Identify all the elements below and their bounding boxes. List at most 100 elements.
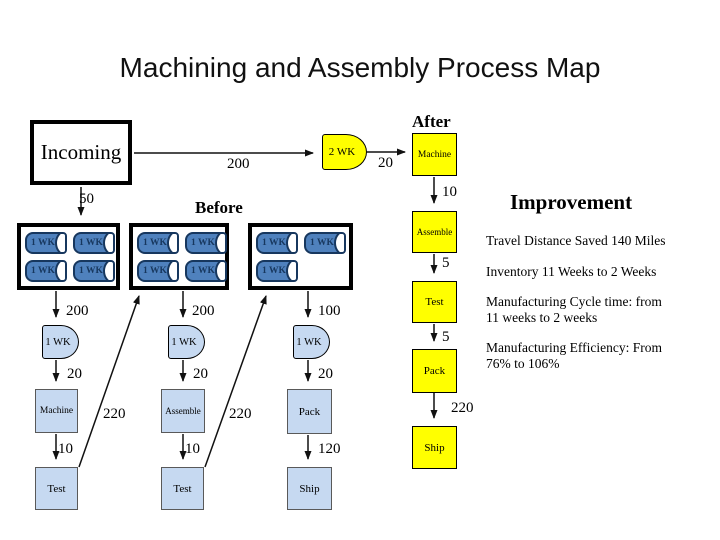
queue-box-3: 1 WK 1 WK 1 WK [248,223,353,290]
inventory-unit-label: 1 WK [31,266,55,276]
col1-wait-label: 1 WK [45,336,71,348]
inventory-unit-label: 1 WK [143,266,167,276]
improvement-item-line: Travel Distance Saved 140 Miles [486,233,666,248]
col1-flow-out: 10 [58,441,73,457]
inventory-unit: 1 WK [256,232,298,254]
inventory-unit: 1 WK [185,260,227,282]
improvement-item-line: 11 weeks to 2 weeks [486,309,598,325]
improvement-panel: Improvement Travel Distance Saved 140 Mi… [486,190,712,386]
inventory-unit: 1 WK [256,260,298,282]
col3-flow-out: 120 [318,441,341,457]
col3-step-label: Pack [298,405,321,418]
inventory-unit-label: 1 WK [310,238,334,248]
col3-wait-shape: 1 WK [293,325,330,359]
inventory-unit-label: 1 WK [143,238,167,248]
queue-box-1: 1 WK 1 WK 1 WK 1 WK [17,223,120,290]
col1-end-test: Test [35,467,78,510]
arrow-rework-test1-to-queue2 [78,295,140,468]
col2-flow-in: 200 [192,303,215,319]
queue-notch [286,234,296,252]
after-step-machine: Machine [412,133,457,176]
col3-wait-label: 1 WK [296,336,322,348]
after-flow-5b: 5 [442,329,450,345]
inventory-unit: 1 WK [304,232,346,254]
after-step-machine-label: Machine [417,149,452,160]
improvement-item-line: 76% to 106% [486,355,560,371]
incoming-box: Incoming [30,120,132,185]
after-step-pack-label: Pack [423,365,446,377]
improvement-item: Travel Distance Saved 140 Miles [486,233,712,249]
improvement-item-line: Manufacturing Cycle time: from [486,294,662,309]
col1-end-label: Test [47,482,66,495]
after-step-pack: Pack [412,349,457,393]
arrow-rework-test2-to-queue3 [204,295,267,468]
col3-step-pack: Pack [287,389,332,434]
inventory-unit: 1 WK [185,232,227,254]
improvement-item: Inventory 11 Weeks to 2 Weeks [486,264,712,280]
inventory-unit-label: 1 WK [191,238,215,248]
flow-label-20-top: 20 [378,155,393,171]
col2-flow-mid: 20 [193,366,208,382]
col3-end-label: Ship [299,482,320,495]
queue-notch [286,262,296,280]
after-flow-5a: 5 [442,255,450,271]
col3-flow-mid: 20 [318,366,333,382]
flow-label-200-top: 200 [227,156,250,172]
queue-notch [334,234,344,252]
before-heading: Before [195,198,243,217]
improvement-item-line: Manufacturing Efficiency: From [486,340,662,355]
col2-flow-out: 10 [185,441,200,457]
inventory-unit: 1 WK [137,232,179,254]
col1-flow-in: 200 [66,303,89,319]
after-flow-220: 220 [451,400,474,416]
improvement-item-line: Inventory 11 Weeks to 2 Weeks [486,263,657,279]
col3-end-ship: Ship [287,467,332,510]
improvement-item: Manufacturing Efficiency: From 76% to 10… [486,340,712,371]
rework-flow-1: 220 [103,406,126,422]
queue-notch [103,234,113,252]
inventory-unit-label: 1 WK [79,238,103,248]
col2-step-assemble: Assemble [161,389,205,433]
inventory-unit-label: 1 WK [191,266,215,276]
inventory-unit-label: 1 WK [31,238,55,248]
inventory-unit-label: 1 WK [262,266,286,276]
wait-2wk-label: 2 WK [328,146,356,158]
queue-notch [55,234,65,252]
flow-label-50: 50 [79,191,94,207]
col2-step-label: Assemble [165,406,201,416]
col1-step-label: Machine [39,406,74,416]
queue-notch [215,262,225,280]
after-step-ship: Ship [412,426,457,469]
inventory-unit: 1 WK [73,260,115,282]
incoming-label: Incoming [40,140,122,164]
col1-wait-shape: 1 WK [42,325,79,359]
after-step-test: Test [412,281,457,323]
queue-notch [167,262,177,280]
after-step-assemble-label: Assemble [416,227,453,237]
page-title: Machining and Assembly Process Map [119,52,601,83]
inventory-unit: 1 WK [137,260,179,282]
queue-notch [103,262,113,280]
wait-2wk-shape: 2 WK [322,134,367,170]
col1-flow-mid: 20 [67,366,82,382]
col2-end-label: Test [173,482,192,495]
inventory-unit-label: 1 WK [79,266,103,276]
col2-wait-label: 1 WK [171,336,197,348]
after-step-assemble: Assemble [412,211,457,253]
col2-end-test: Test [161,467,204,510]
col1-step-machine: Machine [35,389,78,433]
queue-notch [167,234,177,252]
col3-flow-in: 100 [318,303,341,319]
improvement-heading: Improvement [510,190,633,214]
col2-wait-shape: 1 WK [168,325,205,359]
after-heading: After [412,112,451,131]
inventory-unit: 1 WK [25,260,67,282]
rework-flow-2: 220 [229,406,252,422]
after-step-test-label: Test [425,296,444,308]
improvement-item: Manufacturing Cycle time: from 11 weeks … [486,294,712,325]
queue-notch [215,234,225,252]
inventory-unit: 1 WK [73,232,115,254]
inventory-unit-label: 1 WK [262,238,286,248]
